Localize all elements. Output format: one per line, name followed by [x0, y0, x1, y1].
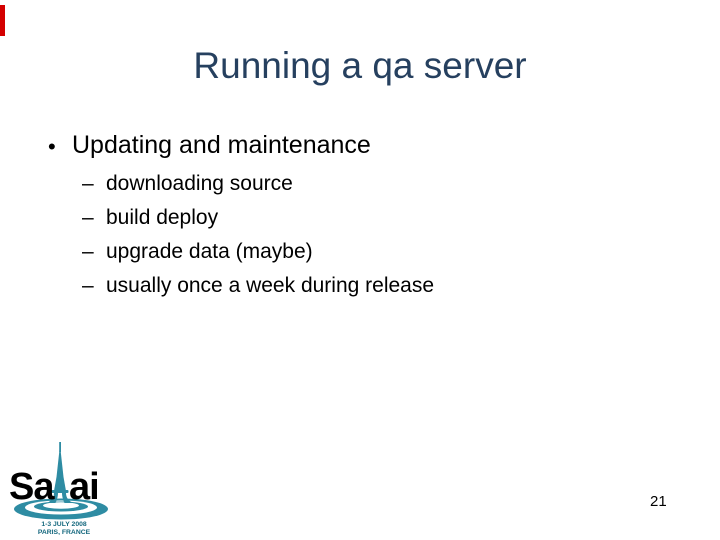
- bullet-item-level1: • Updating and maintenance: [46, 130, 371, 163]
- sub-bullet-text: downloading source: [106, 172, 293, 195]
- sub-bullet-item: – downloading source: [82, 171, 434, 205]
- bullet-text: Updating and maintenance: [72, 131, 371, 159]
- page-number: 21: [650, 493, 667, 510]
- logo-location-line: PARIS, FRANCE: [38, 529, 91, 536]
- logo-date-line: 1-3 JULY 2008: [41, 521, 87, 528]
- ripple-icon: [14, 498, 108, 520]
- sub-bullet-item: – usually once a week during release: [82, 273, 434, 307]
- sub-bullet-text: usually once a week during release: [106, 274, 435, 297]
- red-edge-mark: [0, 5, 5, 36]
- dash-marker: –: [82, 206, 94, 229]
- sub-bullet-list: – downloading source – build deploy – up…: [82, 171, 434, 307]
- dash-marker: –: [82, 274, 94, 297]
- sub-bullet-text: upgrade data (maybe): [106, 240, 313, 263]
- sakai-conference-logo: Sa ai 1-3 JULY 2008 PARIS, FRANCE: [9, 442, 108, 536]
- logo-text-prefix: Sa: [9, 466, 55, 508]
- sub-bullet-item: – upgrade data (maybe): [82, 239, 434, 273]
- eiffel-tower-icon: [47, 442, 73, 503]
- sub-bullet-item: – build deploy: [82, 205, 434, 239]
- dash-marker: –: [82, 240, 94, 263]
- sub-bullet-text: build deploy: [106, 206, 219, 229]
- bullet-marker: •: [48, 134, 56, 159]
- logo-text-suffix: ai: [69, 466, 99, 508]
- dash-marker: –: [82, 172, 94, 195]
- slide-title: Running a qa server: [193, 45, 527, 86]
